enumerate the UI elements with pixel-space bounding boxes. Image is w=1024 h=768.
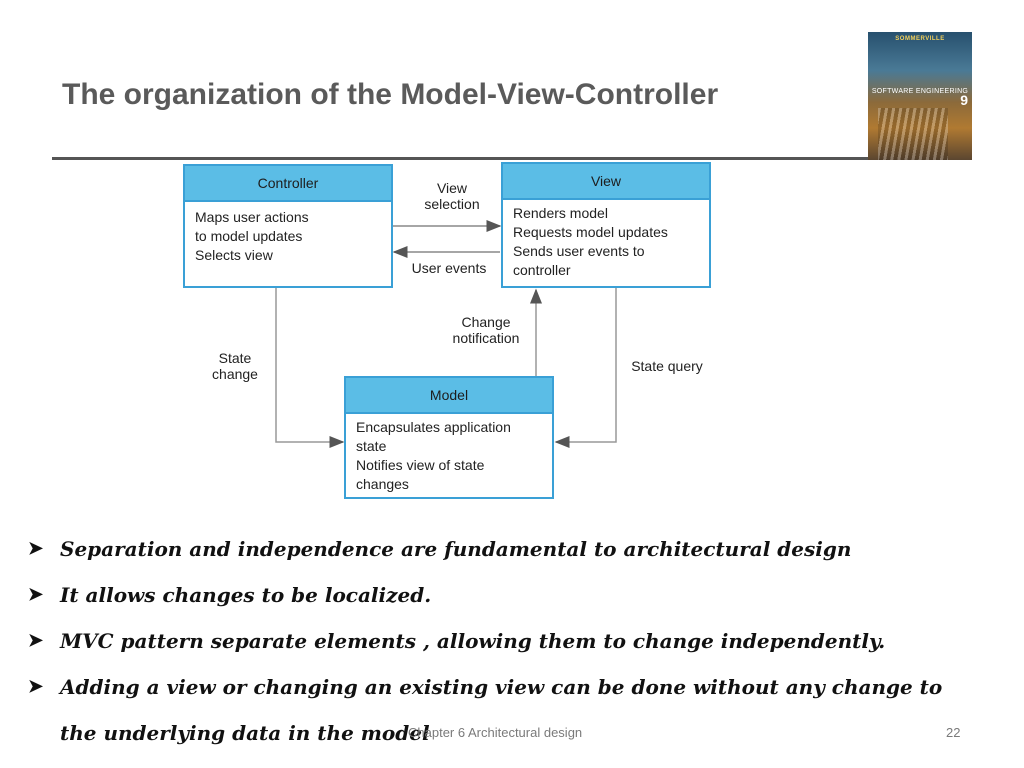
cover-building-graphic (878, 108, 948, 160)
bullet-item: ➤ MVC pattern separate elements , allowi… (28, 618, 1008, 664)
bullet-text: MVC pattern separate elements , allowing… (60, 629, 886, 653)
view-box: View Renders model Requests model update… (501, 162, 711, 288)
controller-box: Controller Maps user actions to model up… (183, 164, 393, 288)
cover-edition: 9 (960, 92, 968, 108)
user-events-label: User events (411, 260, 487, 276)
state-change-label-line: change (212, 366, 258, 382)
model-line: Encapsulates application (356, 419, 511, 435)
book-cover-image: SOMMERVILLE SOFTWARE ENGINEERING 9 (868, 32, 972, 160)
model-line: state (356, 438, 387, 454)
state-query-arrow (554, 288, 617, 448)
state-change-label: State change (200, 350, 270, 382)
change-notification-label-line: Change (461, 314, 511, 330)
cover-author: SOMMERVILLE (895, 36, 945, 42)
view-line: Renders model (513, 205, 608, 221)
bullet-list: ➤ Separation and independence are fundam… (28, 526, 1008, 756)
bullet-text: Separation and independence are fundamen… (60, 537, 852, 561)
view-line: Sends user events to (513, 243, 645, 259)
page-number: 22 (946, 725, 961, 740)
view-line: Requests model updates (513, 224, 668, 240)
arrow-bullet-icon: ➤ (28, 584, 44, 605)
bullet-item: ➤ It allows changes to be localized. (28, 572, 1008, 618)
bullet-text: Adding a view or changing an existing vi… (60, 675, 943, 699)
controller-line: to model updates (195, 228, 303, 244)
title-divider (52, 157, 872, 160)
bullet-text: It allows changes to be localized. (60, 583, 432, 607)
view-line: controller (513, 262, 571, 278)
arrow-bullet-icon: ➤ (28, 538, 44, 559)
state-change-label-line: State (218, 350, 252, 366)
cover-title: SOFTWARE ENGINEERING (871, 88, 969, 95)
model-box: Model Encapsulates application state Not… (344, 376, 554, 499)
state-query-label: State query (631, 358, 703, 374)
arrow-bullet-icon: ➤ (28, 630, 44, 651)
model-header: Model (346, 378, 552, 414)
controller-header: Controller (185, 166, 391, 202)
slide-title: The organization of the Model-View-Contr… (62, 78, 719, 111)
bullet-item: ➤ Separation and independence are fundam… (28, 526, 1008, 572)
footer-chapter: Chapter 6 Architectural design (408, 725, 583, 740)
change-notification-label: Change notification (440, 314, 532, 346)
model-line: changes (356, 476, 409, 492)
view-selection-label-line: View (436, 180, 468, 196)
view-header: View (503, 164, 709, 200)
arrow-bullet-icon: ➤ (28, 676, 44, 697)
controller-line: Maps user actions (195, 209, 309, 225)
bullet-continuation: the underlying data in the model (60, 721, 430, 745)
state-change-arrow (275, 288, 345, 448)
view-selection-label-line: selection (424, 196, 480, 212)
bullet-item: ➤ Adding a view or changing an existing … (28, 664, 1008, 710)
view-selection-label: View selection (412, 180, 492, 212)
model-line: Notifies view of state (356, 457, 485, 473)
change-notification-label-line: notification (452, 330, 520, 346)
controller-line: Selects view (195, 247, 273, 263)
